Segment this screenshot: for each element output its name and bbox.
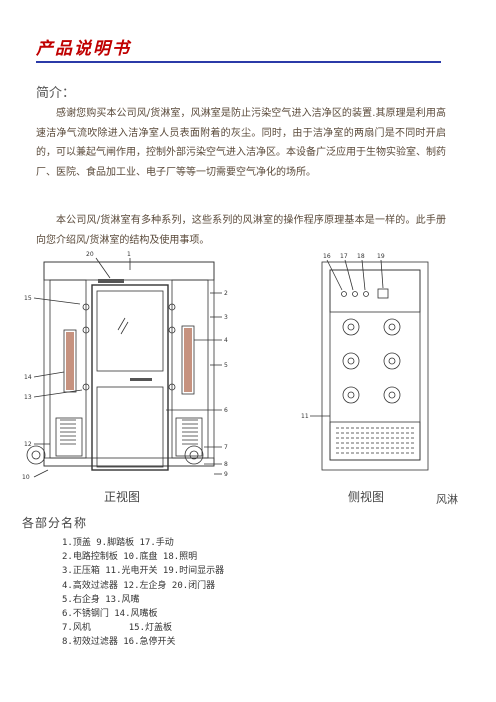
callout-5: 5 — [224, 362, 228, 369]
glass-glint-2 — [120, 321, 129, 335]
door-panel-lower — [96, 386, 164, 468]
side-nozzle-2 — [383, 318, 401, 336]
parts-line: 3.正压箱 11.光电开关 19.时间显示器 — [62, 566, 225, 577]
right-body — [171, 279, 209, 459]
parts-line: 8.初效过滤器 16.急停开关 — [62, 637, 176, 648]
intro-paragraph-2: 本公司风/货淋室有多种系列，这些系列的风淋室的操作程序原理基本是一样的。此手册向… — [36, 215, 446, 246]
return-air-grille — [329, 421, 421, 461]
right-fan-hub — [189, 450, 199, 460]
callout-1: 1 — [127, 251, 131, 258]
section-heading-intro: 简介： — [36, 86, 76, 101]
side-outer-frame — [321, 261, 429, 471]
glass-glint-1 — [117, 317, 126, 331]
side-inner-panel — [329, 269, 421, 461]
callout-12: 12 — [24, 441, 32, 448]
side-view-label: 侧视图 — [348, 490, 385, 504]
parts-line: 1.顶盖 9.脚踏板 17.手动 — [62, 538, 174, 548]
parts-list: 1.顶盖 9.脚踏板 17.手动 2.电路控制板 10.底盘 18.照明 3.正… — [62, 536, 224, 650]
right-fan-housing — [175, 417, 203, 457]
right-filter-hatch — [184, 328, 192, 392]
nozzle-left-top — [82, 303, 90, 311]
callout-3: 3 — [224, 314, 228, 321]
left-fan — [26, 445, 46, 465]
side-nozzle-4 — [383, 352, 401, 370]
callout-8: 8 — [224, 461, 228, 468]
callout-13: 13 — [24, 394, 32, 401]
nozzle-right-low — [168, 383, 176, 391]
timer-display — [377, 288, 389, 299]
parts-line: 5.右企身 13.风嘴 — [62, 594, 140, 605]
manual-switch-icon — [352, 291, 358, 297]
parts-line: 2.电路控制板 10.底盘 18.照明 — [62, 552, 198, 563]
front-callouts: 20 1 2 3 4 5 6 7 8 9 10 12 13 1 — [22, 251, 228, 481]
callout-19: 19 — [377, 253, 385, 260]
callout-18: 18 — [357, 253, 365, 260]
document-title: 产品说明书 — [36, 39, 131, 59]
nozzle-right-mid — [168, 326, 176, 334]
base-plate — [43, 457, 215, 467]
front-view-label: 正视图 — [104, 490, 141, 504]
trailing-text: 风淋 — [436, 493, 458, 506]
control-panel — [329, 269, 421, 313]
parts-line: 4.高效过滤器 12.左企身 20.闭门器 — [62, 580, 216, 591]
callout-14: 14 — [24, 374, 32, 381]
lighting-switch-icon — [363, 291, 369, 297]
callout-10: 10 — [22, 474, 30, 481]
nozzle-right-top — [168, 303, 176, 311]
left-fan-hub — [31, 450, 41, 460]
right-prefilter — [182, 419, 198, 445]
callout-20: 20 — [86, 251, 94, 258]
stainless-door — [91, 284, 169, 471]
door-closer — [98, 279, 124, 283]
right-fan — [184, 445, 204, 465]
door-handle — [130, 378, 152, 381]
grille-slots — [336, 427, 414, 454]
callout-4: 4 — [224, 337, 228, 344]
side-nozzle-6 — [383, 386, 401, 404]
callout-15: 15 — [24, 295, 32, 302]
callout-9: 9 — [224, 471, 228, 478]
side-nozzle-5 — [342, 386, 360, 404]
intro-paragraph-1: 感谢您购买本公司风/货淋室，风淋室是防止污染空气进入洁净区的装置.其原理是利用高… — [36, 108, 446, 178]
nozzle-left-low — [82, 383, 90, 391]
left-fan-housing — [55, 417, 83, 457]
nozzle-left-mid — [82, 326, 90, 334]
side-nozzle-1 — [342, 318, 360, 336]
callout-11: 11 — [301, 413, 309, 420]
callout-2: 2 — [224, 290, 228, 297]
side-view-diagram: 16 17 18 19 11 — [301, 253, 429, 471]
door-window-upper — [96, 290, 164, 372]
side-nozzle-3 — [342, 352, 360, 370]
left-prefilter — [60, 419, 76, 445]
left-body — [49, 279, 87, 459]
callout-16: 16 — [323, 253, 331, 260]
left-filter-hatch — [66, 332, 74, 390]
title-underline — [36, 61, 441, 63]
parts-line: 7.风机 15.灯盖板 — [62, 623, 173, 634]
emergency-stop-icon — [341, 291, 347, 297]
callout-6: 6 — [224, 407, 228, 414]
parts-heading: 各部分名称 — [22, 516, 88, 530]
callout-7: 7 — [224, 444, 228, 451]
top-cover — [43, 261, 215, 281]
parts-line: 6.不锈钢门 14.风嘴板 — [62, 609, 158, 620]
callout-17: 17 — [340, 253, 348, 260]
